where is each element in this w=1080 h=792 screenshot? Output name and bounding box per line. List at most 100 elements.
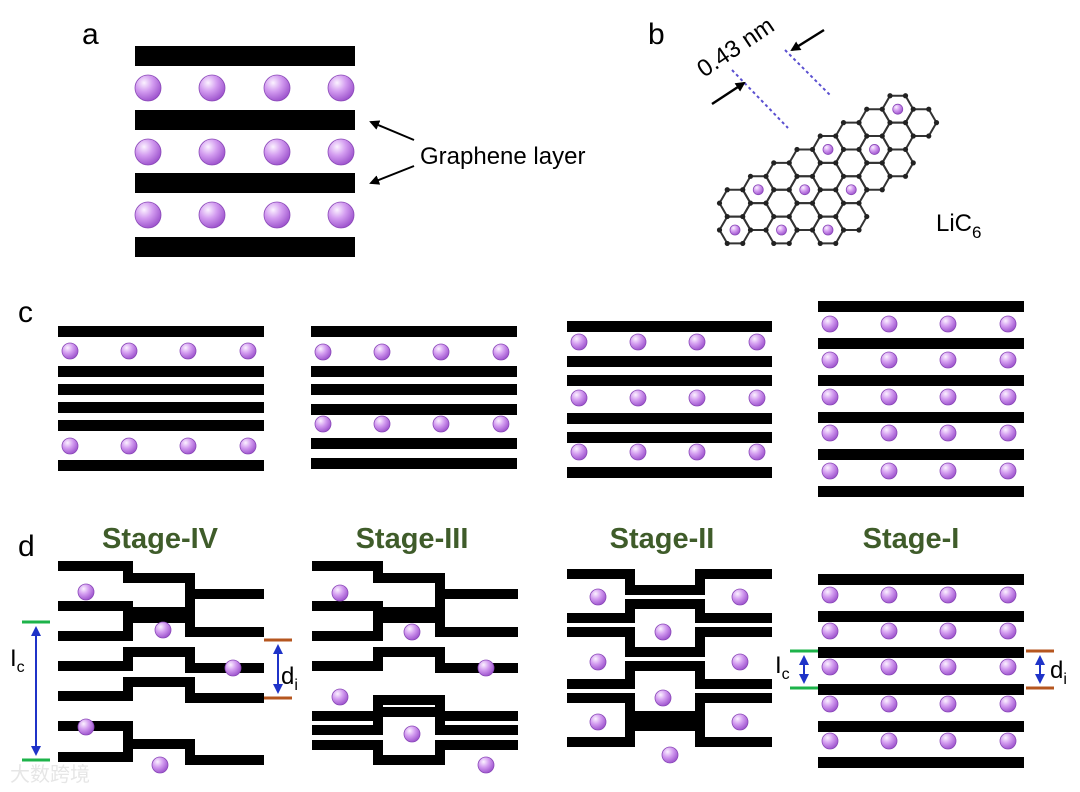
li-ion [492, 343, 510, 361]
graphene-layer [567, 467, 772, 478]
li-ion [589, 588, 607, 606]
li-ion [880, 315, 898, 333]
li-ion [999, 622, 1017, 640]
stage-iv-di-marker [264, 638, 292, 700]
graphene-layer [567, 375, 772, 386]
graphene-layer [311, 384, 517, 395]
di-label-stage-i: di [1050, 657, 1067, 688]
li-ion [999, 388, 1017, 406]
carbon-atom [840, 200, 847, 206]
li-ion [198, 138, 226, 166]
carbon-atom [840, 227, 847, 233]
carbon-atom [747, 200, 754, 206]
carbon-atom [864, 160, 870, 166]
graphene-layer [818, 375, 1024, 386]
li-ion [239, 437, 257, 455]
carbon-atom [809, 227, 816, 233]
carbon-atom [833, 187, 839, 193]
graphene-layer [311, 458, 517, 469]
graphene-layer [567, 661, 772, 689]
li-ion [179, 437, 197, 455]
li-ion [314, 343, 332, 361]
graphene-layer [312, 647, 518, 673]
li-ion [939, 586, 957, 604]
graphene-layer [58, 589, 264, 623]
li-ion [688, 443, 706, 461]
li-ion [999, 315, 1017, 333]
carbon-atom [794, 200, 800, 206]
graphene-layer [567, 693, 772, 721]
li-ion [821, 732, 839, 750]
spacing-arrow-left [711, 81, 746, 106]
graphene-layer [567, 321, 772, 332]
carbon-atom [809, 173, 816, 179]
graphene-layer [135, 110, 355, 130]
graphene-layer [58, 384, 264, 395]
graphene-layer [818, 574, 1024, 585]
graphene-layer [58, 402, 264, 413]
li-ion [880, 695, 898, 713]
graphene-layer [818, 412, 1024, 423]
carbon-atom [771, 160, 777, 166]
carbon-atom [763, 173, 769, 179]
carbon-atom [786, 213, 792, 220]
li-ion [939, 732, 957, 750]
panel-c-staging-layers [58, 301, 1024, 497]
li-ion [477, 659, 495, 677]
graphene-layer [312, 740, 518, 765]
li-ion [731, 653, 749, 671]
graphene-layer [567, 627, 772, 657]
li-ion [570, 389, 588, 407]
carbon-atom [794, 146, 800, 153]
li-ion [61, 437, 79, 455]
graphene-layer [567, 413, 772, 424]
graphene-layer [567, 356, 772, 367]
graphene-layer-label: Graphene layer [420, 143, 585, 170]
stage-i-di-marker [1026, 649, 1054, 690]
li-ion [999, 462, 1017, 480]
graphene-layer [818, 611, 1024, 622]
graphene-layer [312, 707, 518, 735]
graphene-layer [567, 569, 772, 595]
li-ion [821, 695, 839, 713]
li-ion [77, 718, 95, 736]
li-ion [373, 415, 391, 433]
graphene-layer [58, 607, 264, 641]
carbon-atom [910, 106, 916, 112]
li-ion [892, 103, 904, 115]
graphene-layer [58, 677, 264, 703]
spacing-arrow-right [790, 28, 825, 52]
carbon-atom [716, 200, 723, 206]
graphene-layer [312, 607, 518, 641]
li-ion [821, 658, 839, 676]
graphene-arrow-upper [369, 120, 415, 141]
li-ion [263, 201, 291, 229]
li-ion [263, 138, 291, 166]
panel-d-daumas-herold-layers [58, 561, 1024, 768]
li-ion [179, 342, 197, 360]
li-ion [629, 333, 647, 351]
li-ion [999, 424, 1017, 442]
carbon-atom [817, 213, 823, 220]
li-ion [821, 315, 839, 333]
li-ion [327, 74, 355, 102]
stage-i-ic-marker [790, 649, 818, 690]
li-ion [154, 621, 172, 639]
carbon-atom [794, 173, 800, 179]
li-ion [570, 333, 588, 351]
carbon-atom [902, 146, 909, 153]
carbon-atom [786, 160, 792, 166]
graphene-layer [818, 301, 1024, 312]
li-ion [880, 622, 898, 640]
graphene-layer [58, 366, 264, 377]
panel-label-b: b [648, 18, 665, 51]
li-ion [880, 658, 898, 676]
di-label-stage-iv: di [281, 663, 298, 694]
li-ion [748, 389, 766, 407]
graphene-layer [311, 326, 517, 337]
spacing-dashed-line-right [784, 49, 831, 96]
panel-label-c: c [18, 296, 33, 329]
li-ion [748, 333, 766, 351]
carbon-atom [856, 146, 862, 153]
